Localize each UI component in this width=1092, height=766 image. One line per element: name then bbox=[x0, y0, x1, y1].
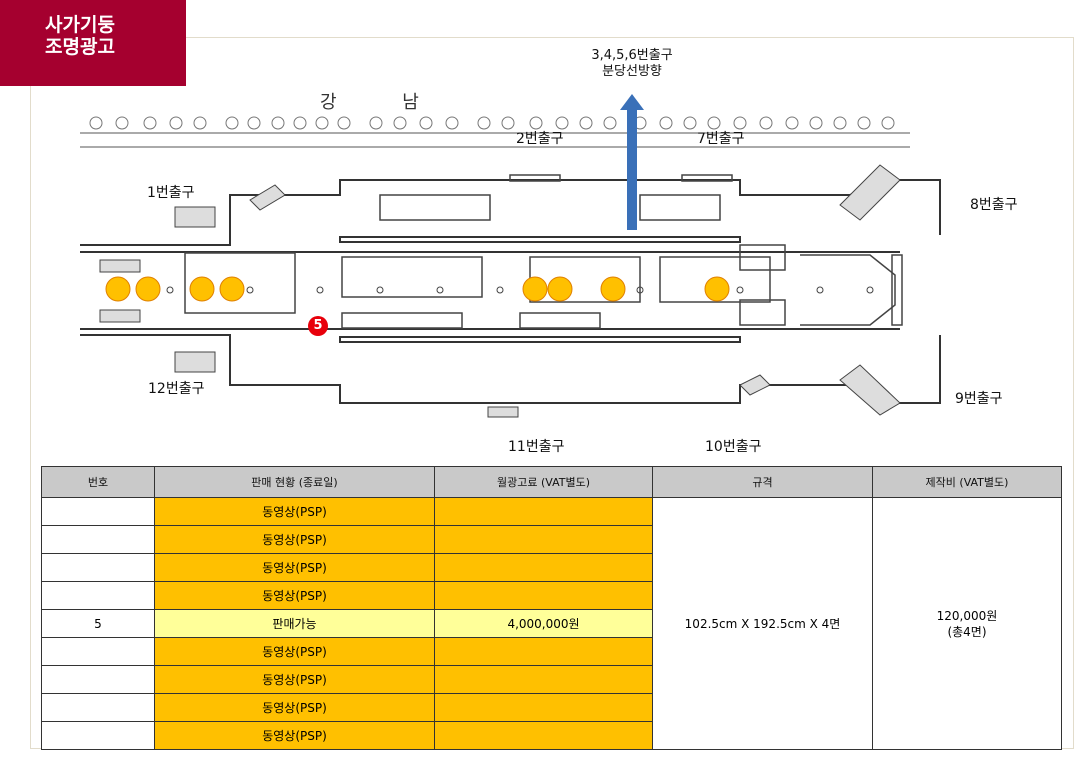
category-badge: 사가기둥 조명광고 bbox=[0, 0, 186, 86]
exit-10-label: 10번출구 bbox=[705, 439, 762, 455]
column-ruler bbox=[80, 116, 910, 148]
row-number bbox=[41, 693, 155, 722]
direction-line-2: 분당선방향 bbox=[602, 64, 662, 79]
rooms bbox=[184, 174, 903, 329]
row-status: 판매가능 bbox=[154, 609, 435, 638]
production-cost-amount: 120,000원 bbox=[936, 608, 998, 623]
table-row-available[interactable]: 5 판매가능 4,000,000원 bbox=[41, 609, 1062, 638]
table-row: 동영상(PSP) 102.5cm X 192.5cm X 4면 120,000원… bbox=[41, 497, 1062, 750]
direction-line-1: 3,4,5,6번출구 bbox=[591, 48, 673, 63]
row-status: 동영상(PSP) bbox=[154, 553, 435, 582]
row-price bbox=[434, 553, 653, 582]
row-status: 동영상(PSP) bbox=[154, 693, 435, 722]
header-spec: 규격 bbox=[652, 466, 873, 498]
exit-8-label: 8번출구 bbox=[970, 197, 1018, 213]
row-status: 동영상(PSP) bbox=[154, 665, 435, 694]
row-number: 5 bbox=[41, 609, 155, 638]
exit-2-label: 2번출구 bbox=[516, 131, 564, 147]
row-status: 동영상(PSP) bbox=[154, 525, 435, 554]
row-number bbox=[41, 497, 155, 526]
station-floor-plan bbox=[80, 116, 941, 418]
row-number bbox=[41, 581, 155, 610]
row-price bbox=[434, 637, 653, 666]
row-number bbox=[41, 525, 155, 554]
exit-9-label: 9번출구 bbox=[955, 391, 1003, 407]
ad-pillars bbox=[105, 276, 730, 302]
exit-7-label: 7번출구 bbox=[697, 131, 745, 147]
row-status: 동영상(PSP) bbox=[154, 497, 435, 526]
spec-cell: 102.5cm X 192.5cm X 4면 bbox=[652, 497, 873, 750]
stairs bbox=[99, 164, 901, 418]
row-price bbox=[434, 693, 653, 722]
row-price: 4,000,000원 bbox=[434, 609, 653, 638]
row-status: 동영상(PSP) bbox=[154, 637, 435, 666]
row-number bbox=[41, 665, 155, 694]
table-row: 동영상(PSP) bbox=[41, 553, 1062, 582]
station-name: 강 남 bbox=[320, 92, 449, 113]
row-status: 동영상(PSP) bbox=[154, 721, 435, 750]
row-price bbox=[434, 525, 653, 554]
row-price bbox=[434, 721, 653, 750]
location-marker[interactable]: 5 bbox=[308, 316, 328, 336]
marker-number: 5 bbox=[313, 318, 323, 333]
direction-label: 3,4,5,6번출구 분당선방향 bbox=[582, 48, 682, 80]
exit-1-label: 1번출구 bbox=[147, 185, 195, 201]
exit-11-label: 11번출구 bbox=[508, 439, 565, 455]
table-row: 동영상(PSP) bbox=[41, 581, 1062, 610]
table-header-row: 번호 판매 현황 (종료일) 월광고료 (VAT별도) 규격 제작비 (VAT별… bbox=[41, 466, 1062, 498]
production-cost-note: (총4면) bbox=[947, 624, 987, 639]
table-row: 동영상(PSP) bbox=[41, 525, 1062, 554]
header-monthly-fee: 월광고료 (VAT별도) bbox=[434, 466, 653, 498]
production-cost-cell: 120,000원 (총4면) bbox=[872, 497, 1062, 750]
badge-line-1: 사가기둥 bbox=[45, 14, 115, 36]
header-production-cost: 제작비 (VAT별도) bbox=[872, 466, 1062, 498]
header-number: 번호 bbox=[41, 466, 155, 498]
row-number bbox=[41, 637, 155, 666]
row-status: 동영상(PSP) bbox=[154, 581, 435, 610]
row-number bbox=[41, 553, 155, 582]
table-row: 동영상(PSP) bbox=[41, 637, 1062, 666]
ad-slot-table: 번호 판매 현황 (종료일) 월광고료 (VAT별도) 규격 제작비 (VAT별… bbox=[41, 466, 1062, 750]
row-price bbox=[434, 497, 653, 526]
row-price bbox=[434, 581, 653, 610]
badge-line-2: 조명광고 bbox=[45, 36, 115, 58]
row-number bbox=[41, 721, 155, 750]
table-row: 동영상(PSP) bbox=[41, 721, 1062, 750]
header-status: 판매 현황 (종료일) bbox=[154, 466, 435, 498]
exit-12-label: 12번출구 bbox=[148, 381, 205, 397]
direction-arrow-icon bbox=[620, 94, 644, 230]
row-price bbox=[434, 665, 653, 694]
